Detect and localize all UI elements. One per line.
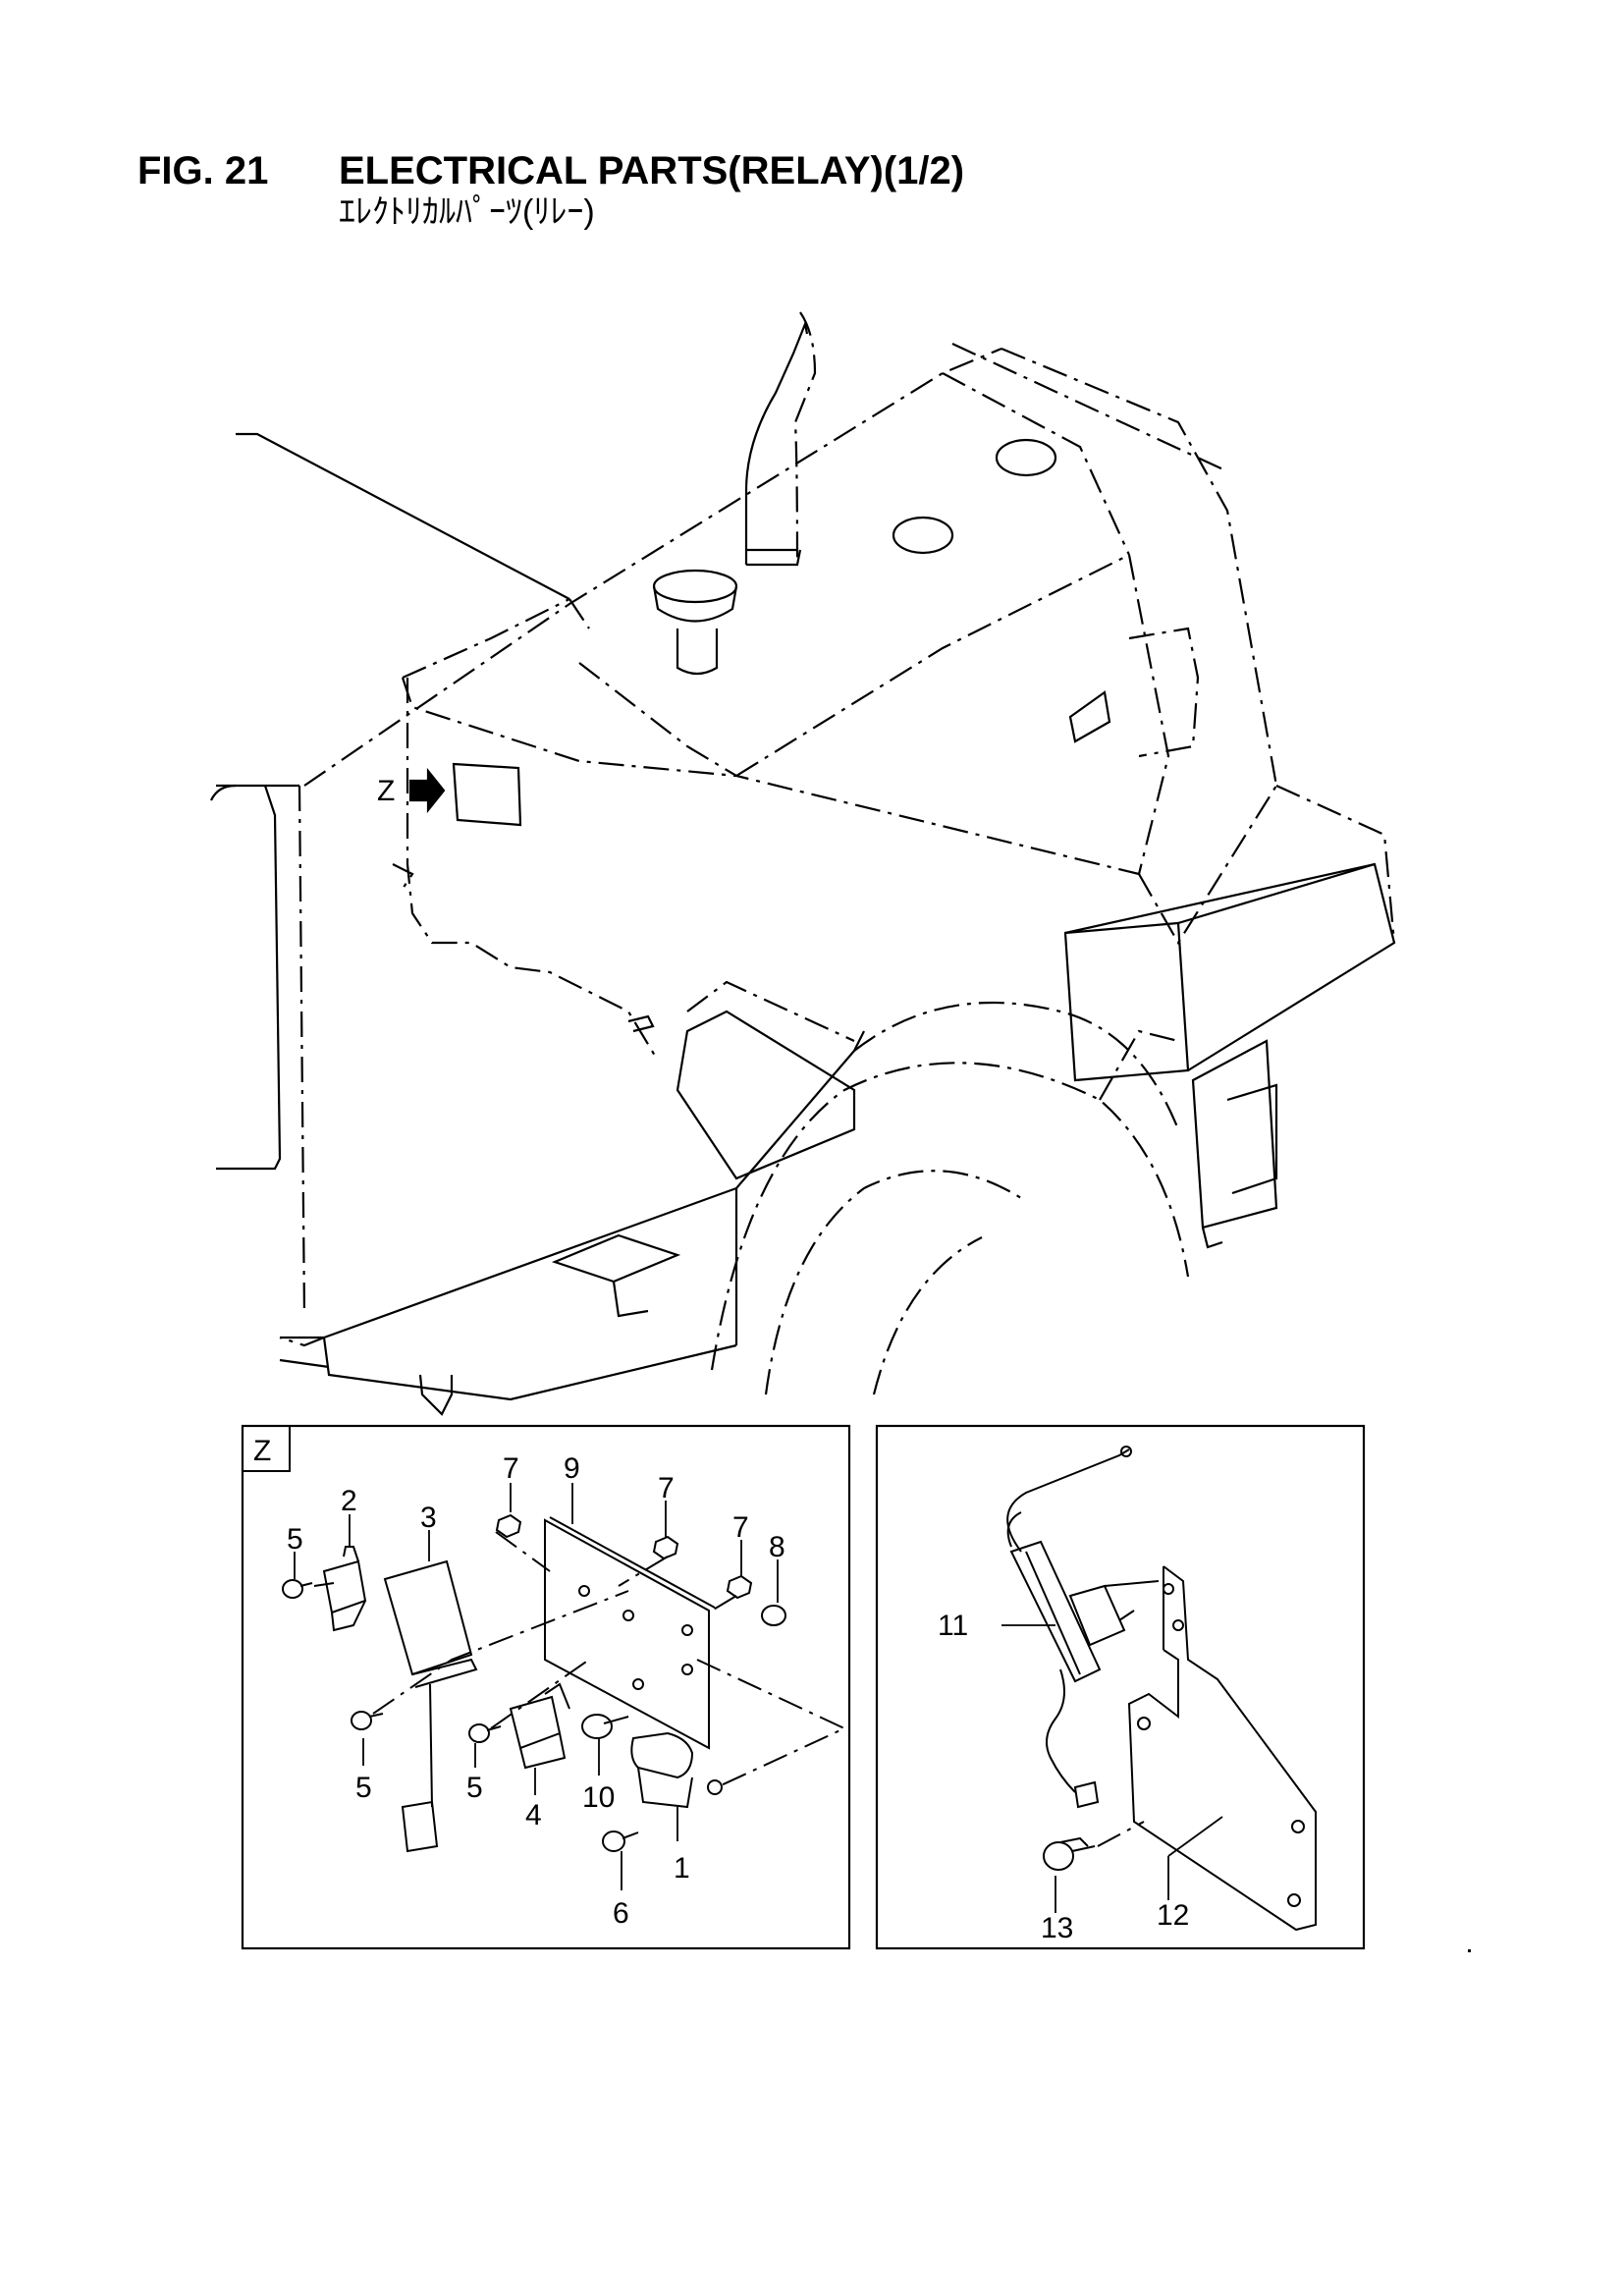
callout-9: 9	[564, 1452, 580, 1485]
callout-4: 4	[525, 1799, 542, 1831]
callout-6: 6	[613, 1897, 629, 1930]
detail-right-parts	[1006, 1446, 1317, 1932]
figure-number: FIG. 21	[137, 149, 269, 192]
callout-7: 7	[658, 1472, 675, 1504]
detail-z-leaders	[294, 1483, 779, 1890]
callout-7: 7	[732, 1511, 749, 1544]
detail-z-callouts: 1 2 3 4 5 5 5 6 7 7 7 8 9 10	[287, 1452, 785, 1930]
callout-1: 1	[674, 1852, 690, 1885]
figure-title: ELECTRICAL PARTS(RELAY)(1/2)	[339, 149, 965, 192]
stray-dot	[1468, 1949, 1471, 1952]
callout-5: 5	[287, 1523, 303, 1556]
detail-z-panel	[241, 1424, 851, 1950]
detail-z-label: Z	[253, 1435, 271, 1467]
callout-2: 2	[341, 1485, 357, 1517]
callout-13: 13	[1041, 1912, 1073, 1944]
callout-5: 5	[466, 1772, 483, 1804]
callout-5: 5	[355, 1772, 372, 1804]
view-marker-z: Z	[377, 775, 395, 807]
callout-11: 11	[938, 1610, 968, 1642]
callout-7: 7	[503, 1452, 519, 1485]
detail-right-panel	[875, 1424, 1366, 1950]
callout-10: 10	[582, 1781, 615, 1814]
callout-8: 8	[769, 1531, 785, 1563]
detail-right-callouts: 11 12 13	[938, 1610, 1189, 1944]
callout-12: 12	[1157, 1899, 1189, 1932]
figure-subtitle: ｴﾚｸﾄﾘｶﾙﾊﾟｰﾂ(ﾘﾚｰ)	[339, 193, 595, 231]
detail-right-leaders	[1001, 1624, 1223, 1913]
callout-3: 3	[420, 1502, 437, 1534]
machine-overview	[210, 311, 1396, 1416]
